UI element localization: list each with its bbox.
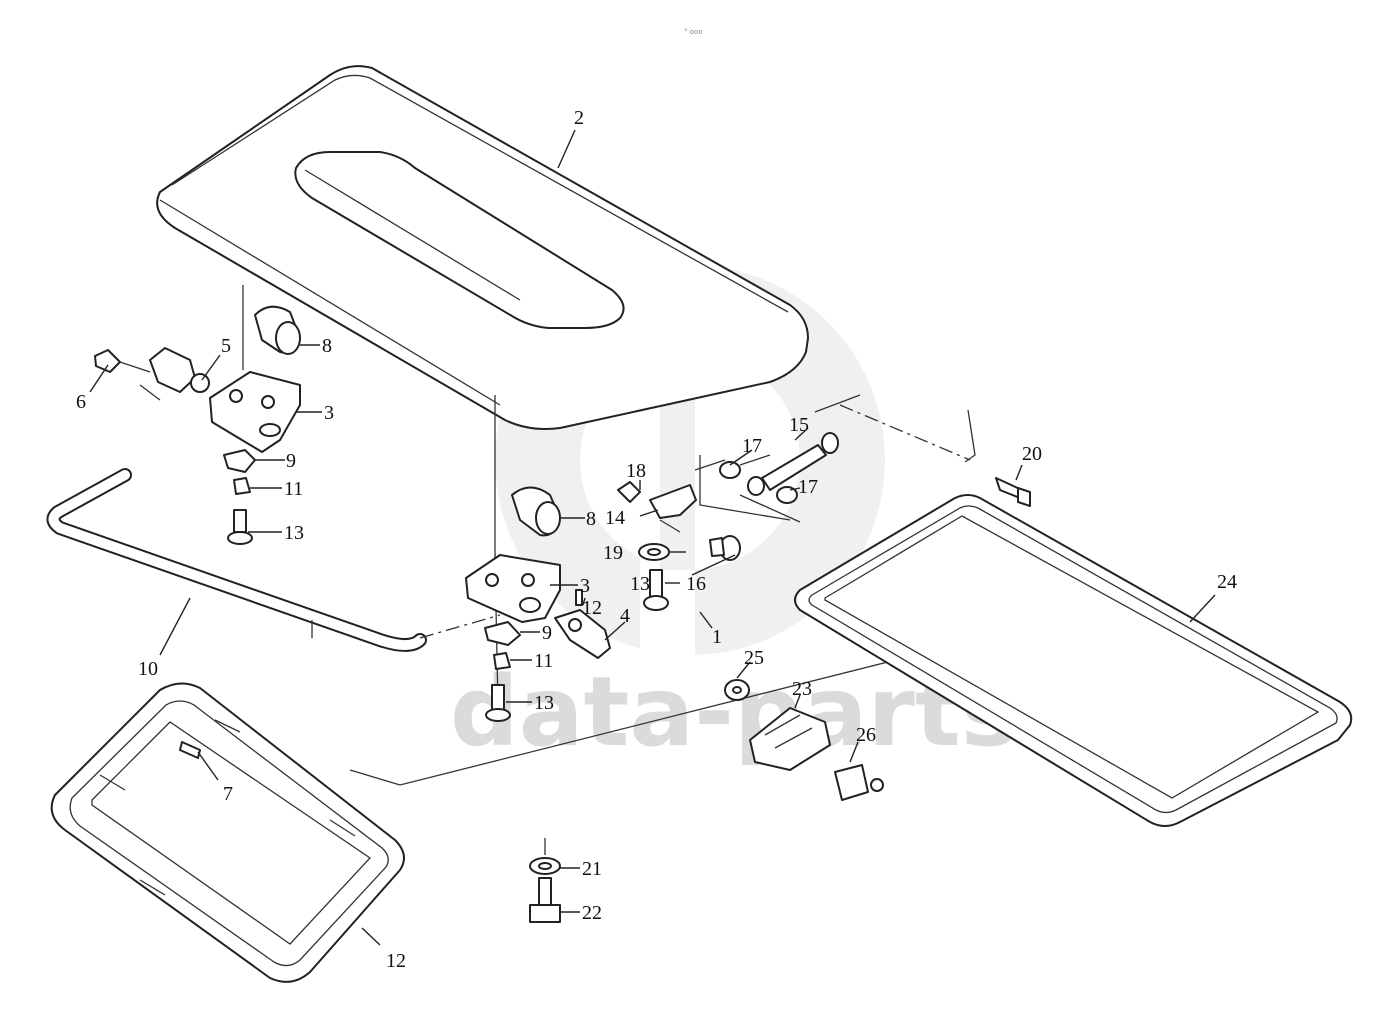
- spring-upper: [254, 305, 301, 355]
- label-part-5: 5: [221, 335, 231, 357]
- label-part-26: 26: [856, 724, 876, 746]
- spring-lower: [511, 486, 561, 537]
- label-part-6: 6: [76, 391, 86, 413]
- label-part-8-upper: 8: [322, 335, 332, 357]
- label-part-14: 14: [605, 507, 625, 529]
- hinge-pin-assembly: [617, 481, 741, 561]
- header-mark: ° ooo: [684, 28, 703, 36]
- label-part-1: 1: [712, 626, 722, 648]
- label-part-3-lower: 3: [580, 575, 590, 597]
- latch-assembly-upper: [94, 347, 210, 401]
- label-part-2: 2: [574, 107, 584, 129]
- label-part-3-upper: 3: [324, 402, 334, 424]
- label-part-11-upper: 11: [284, 478, 303, 500]
- top-cover: [156, 65, 809, 430]
- hinge-bracket-lower: [465, 554, 561, 623]
- label-part-13-lower: 13: [534, 692, 554, 714]
- label-part-16: 16: [686, 573, 706, 595]
- window-frame: [794, 494, 1353, 827]
- screw-7: [179, 741, 201, 759]
- label-part-22: 22: [582, 902, 602, 924]
- label-part-12: 12: [386, 950, 406, 972]
- label-part-18: 18: [626, 460, 646, 482]
- label-part-4: 4: [620, 605, 630, 627]
- label-part-23: 23: [792, 678, 812, 700]
- inner-frame-panel: [50, 682, 405, 983]
- label-part-20: 20: [1022, 443, 1042, 465]
- label-part-25: 25: [744, 647, 764, 669]
- label-part-19: 19: [603, 542, 623, 564]
- label-part-12-small: 12: [582, 597, 602, 619]
- part-number-labels: 2 8 5 6 3 9 11 13 10 8 3 9 11 13 12 4 13…: [76, 107, 1237, 972]
- label-part-9-lower: 9: [542, 622, 552, 644]
- label-part-17-upper: 17: [742, 435, 762, 457]
- fastener-stack-lower: [484, 569, 669, 722]
- pivot-pin-assembly: [694, 432, 839, 523]
- bolt-washer-21-22: [529, 838, 561, 923]
- label-part-15: 15: [789, 414, 809, 436]
- clip-26: [834, 764, 884, 801]
- label-part-17-lower: 17: [798, 476, 818, 498]
- label-part-24: 24: [1217, 571, 1237, 593]
- seal-strip: [46, 468, 501, 652]
- label-part-9-upper: 9: [286, 450, 296, 472]
- latch-lower: [554, 589, 611, 659]
- fastener-stack-upper: [223, 285, 256, 545]
- label-part-13-upper: 13: [284, 522, 304, 544]
- label-part-21: 21: [582, 858, 602, 880]
- label-part-13-mid: 13: [630, 573, 650, 595]
- lock-body-23: [749, 707, 831, 771]
- label-part-10: 10: [138, 658, 158, 680]
- label-part-7: 7: [223, 783, 233, 805]
- leader-lines: [89, 129, 1216, 946]
- hinge-bracket-upper: [209, 371, 301, 453]
- label-part-11-lower: 11: [534, 650, 553, 672]
- bolt-20: [995, 477, 1031, 507]
- washer-25-hole: [732, 686, 742, 694]
- label-part-8-lower: 8: [586, 508, 596, 530]
